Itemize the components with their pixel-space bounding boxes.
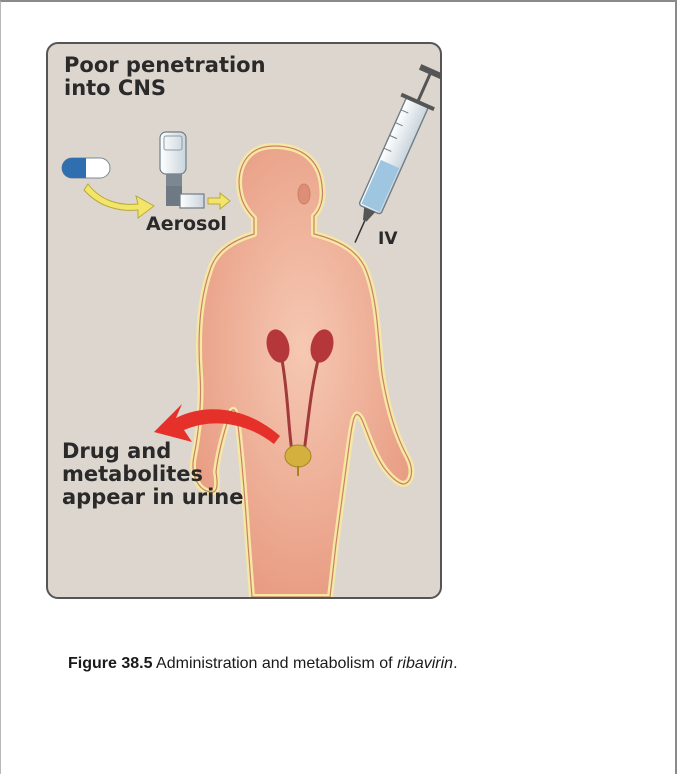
urine-excretion-label: Drug and metabolites appear in urine <box>62 440 243 509</box>
pill-icon <box>62 158 110 178</box>
cns-penetration-label: Poor penetration into CNS <box>64 54 266 100</box>
illustration-artwork <box>48 44 440 597</box>
ribavirin-illustration: Poor penetration into CNS Aerosol IV Dru… <box>46 42 442 599</box>
aerosol-label: Aerosol <box>146 214 227 235</box>
oral-arrow <box>84 184 154 218</box>
caption-text: Administration and metabolism of <box>156 655 393 672</box>
iv-label: IV <box>378 230 397 249</box>
inhale-arrow <box>208 193 230 209</box>
aerosol-inhaler-icon <box>160 132 204 208</box>
caption-period: . <box>453 655 457 672</box>
figure-number: Figure 38.5 <box>68 655 152 672</box>
figure-caption: Figure 38.5 Administration and metabolis… <box>68 655 458 673</box>
iv-syringe-icon <box>339 62 440 250</box>
drug-name: ribavirin <box>397 655 453 672</box>
